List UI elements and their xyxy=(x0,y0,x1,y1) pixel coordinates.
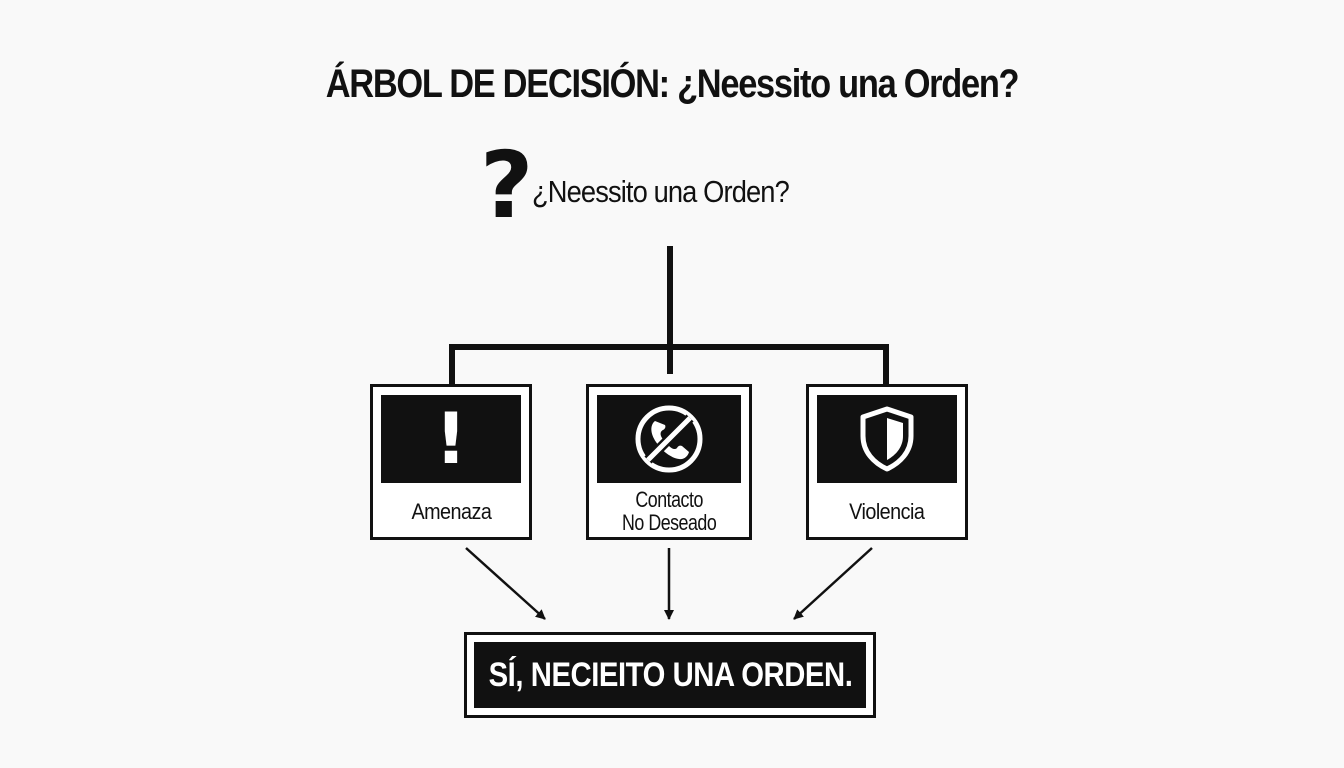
option-contacto-label-line1: Contacto xyxy=(635,487,703,512)
option-violencia-label: Violencia xyxy=(849,498,925,524)
question-mark-icon: ? xyxy=(480,132,534,239)
branch-bar-line xyxy=(449,344,889,384)
result-label: SÍ, NECIEITO UNA ORDEN. xyxy=(488,655,852,694)
violencia-icon-panel xyxy=(817,395,957,483)
arrow-amenaza-to-result xyxy=(465,547,546,620)
amenaza-icon-panel: ! xyxy=(381,395,521,483)
exclamation-icon: ! xyxy=(435,398,467,480)
root-question: ¿Neessito una Orden? xyxy=(532,174,790,209)
option-contacto-label-line2: No Deseado xyxy=(621,510,717,535)
diagram-title: ÁRBOL DE DECISIÓN: ¿Neessito una Orden? xyxy=(325,62,1020,106)
option-amenaza: ! Amenaza xyxy=(370,384,532,540)
option-amenaza-label: Amenaza xyxy=(411,498,491,524)
option-violencia: Violencia xyxy=(806,384,968,540)
option-contacto-no-deseado: Contacto No Deseado xyxy=(586,384,752,540)
no-phone-icon xyxy=(635,405,703,473)
result-box: SÍ, NECIEITO UNA ORDEN. xyxy=(464,632,876,718)
shield-icon xyxy=(860,406,914,472)
contacto-icon-panel xyxy=(597,395,741,483)
arrow-violencia-to-result xyxy=(793,547,873,620)
